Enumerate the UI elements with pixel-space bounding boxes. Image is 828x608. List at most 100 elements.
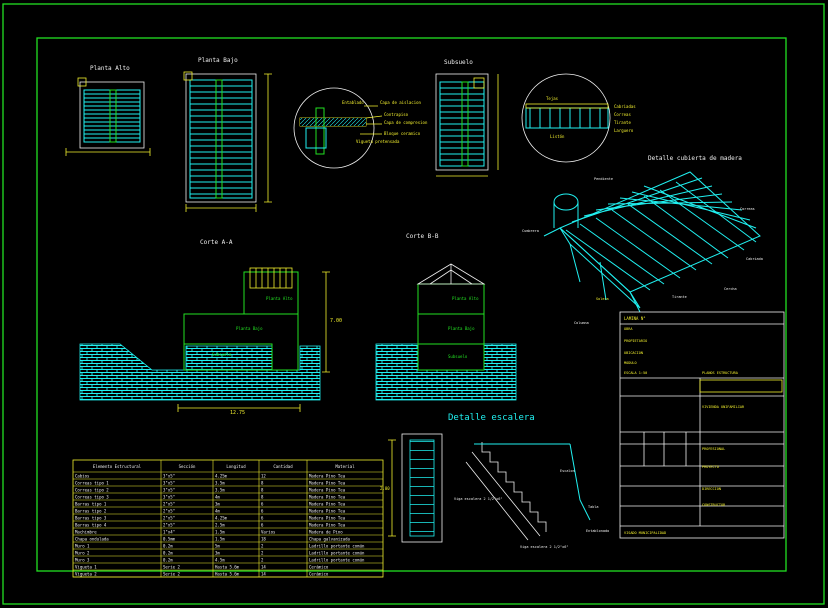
svg-text:Entablonado: Entablonado [586, 529, 609, 533]
table-cell: Vigueta 2 [75, 571, 97, 576]
table-cell: Muro 2 [75, 550, 90, 555]
svg-text:Listón: Listón [550, 134, 565, 139]
svg-text:Planta Bajo: Planta Bajo [448, 326, 475, 331]
table-cell: Barras tipo 2 [75, 508, 107, 513]
table-cell: 3.5m [215, 480, 225, 485]
table-cell: Serie 2 [163, 564, 180, 569]
svg-text:Cabriadas: Cabriadas [614, 104, 636, 109]
table-cell: 1.5m [215, 529, 225, 534]
table-cell: 2"x5" [163, 501, 175, 506]
table-cell: 3m [215, 550, 220, 555]
table-cell: Cerámico [309, 571, 329, 576]
table-cell: Barras tipo 4 [75, 522, 107, 527]
table-cell: Madera Pino Tea [309, 494, 346, 499]
table-cell: 3.5m [215, 487, 225, 492]
table-cell: Madera Pino Tea [309, 515, 346, 520]
table-cell: Madera Pino Tea [309, 508, 346, 513]
table-cell: 3"x5" [163, 487, 175, 492]
table-header: Sección [179, 464, 196, 469]
svg-text:Escalon: Escalon [560, 469, 575, 473]
svg-text:Capa de compresion: Capa de compresion [384, 120, 428, 125]
svg-text:Vigueta pretensada: Vigueta pretensada [356, 139, 400, 144]
inner-frame [36, 37, 787, 572]
table-header: Elemento Estructural [93, 464, 142, 469]
table-cell: Madera Pino Tea [309, 522, 346, 527]
svg-text:Columna: Columna [574, 321, 589, 325]
table-cell: 1"x4" [163, 529, 175, 534]
table-cell: Vigueta 1 [75, 564, 97, 569]
table-cell: 0.2m [163, 557, 173, 562]
table-cell: 4m [215, 494, 220, 499]
table-cell: 2.5m [215, 522, 225, 527]
table-cell: Hasta 5.6m [215, 571, 240, 576]
table-cell: Correas tipo 2 [75, 487, 109, 492]
svg-text:Solera: Solera [596, 297, 609, 301]
table-cell: 1.5m [215, 536, 225, 541]
table-cell: 2 [261, 543, 264, 548]
svg-text:PROPIETARIO: PROPIETARIO [624, 339, 647, 343]
table-cell: Ladrillo portante común [309, 557, 365, 562]
svg-text:OBRA: OBRA [624, 327, 633, 331]
table-cell: 14 [261, 571, 266, 576]
svg-text:Correas: Correas [614, 112, 631, 117]
lamina-label: LAMINA N° [624, 316, 646, 321]
svg-text:Viga escalera 2 1/2"x6": Viga escalera 2 1/2"x6" [520, 545, 568, 549]
escalera-detail: Detalle escalera 2.80 Viga escalera 2 1/… [380, 413, 609, 549]
subsuelo-title: Subsuelo [444, 59, 473, 66]
table-cell: Ladrillo portante común [309, 543, 365, 548]
table-cell: Varios [261, 529, 276, 534]
table-cell: 4.25m [215, 473, 228, 478]
table-cell: 3"x5" [163, 494, 175, 499]
dintel-detail: Entablado Capa de aislacion Contrapiso C… [293, 87, 428, 169]
planta-alto-plan: Planta Alto [65, 65, 151, 156]
table-cell: 4.5m [215, 557, 225, 562]
planta-bajo-plan: Planta Bajo [183, 57, 272, 212]
svg-text:Contrapiso: Contrapiso [384, 112, 409, 117]
svg-text:MODULO: MODULO [624, 361, 637, 365]
table-cell: 0.2m [163, 543, 173, 548]
svg-text:Capa de aislacion: Capa de aislacion [380, 100, 422, 105]
table-cell: 6 [261, 522, 264, 527]
table-cell: Cabios [75, 473, 90, 478]
table-cell: Madera Pino Tea [309, 501, 346, 506]
table-cell: Chapa ondulada [75, 536, 109, 541]
table-cell: 2 [261, 550, 264, 555]
table-cell: 14 [261, 564, 266, 569]
svg-text:CONSTRUCTOR: CONSTRUCTOR [702, 503, 726, 507]
svg-text:PROYECTO: PROYECTO [702, 465, 719, 469]
cubierta-3d-detail: Detalle cubierta de madera Pendiente Cor… [522, 155, 763, 325]
svg-text:Cabriada: Cabriada [746, 257, 763, 261]
table-cell: 2"x5" [163, 508, 175, 513]
escalera-height: 2.80 [380, 486, 390, 491]
table-cell: 18 [261, 536, 266, 541]
table-header: Longitud [226, 464, 246, 469]
table-cell: 12 [261, 473, 266, 478]
table-cell: 2 [261, 557, 264, 562]
svg-text:Bloque ceramico: Bloque ceramico [384, 131, 421, 136]
corte-bb-section: Corte B-B Planta Alto Planta Bajo Subsue… [375, 233, 517, 401]
svg-text:Tirante: Tirante [614, 120, 631, 125]
cubierta-section-detail: Tejas Cabriadas Correas Tirante Larguero… [521, 73, 636, 163]
title-block: LAMINA N° OBRA PROPIETARIO UBICACION MOD… [619, 311, 785, 539]
planta-bajo-title: Planta Bajo [198, 57, 238, 64]
table-cell: Hasta 5.6m [215, 564, 240, 569]
table-cell: Chapa galvanizada [309, 536, 351, 541]
svg-text:Planta Alto: Planta Alto [452, 296, 479, 301]
table-cell: 8 [261, 480, 264, 485]
table-header: Cantidad [273, 464, 293, 469]
svg-text:Subsuelo: Subsuelo [212, 352, 232, 357]
table-header: Material [335, 464, 355, 469]
table-cell: 0.5mm [163, 536, 176, 541]
table-cell: 2"x5" [163, 522, 175, 527]
table-cell: Cerámico [309, 564, 329, 569]
table-cell: 2"x5" [163, 515, 175, 520]
table-cell: Barras tipo 1 [75, 501, 107, 506]
escalera-title: Detalle escalera [448, 413, 535, 423]
table-cell: 5m [215, 543, 220, 548]
table-cell: Muro 3 [75, 557, 90, 562]
table-cell: Madera Pino Tea [309, 473, 346, 478]
table-cell: Madera de Pino [309, 529, 343, 534]
svg-text:PROFESIONAL: PROFESIONAL [702, 447, 725, 451]
svg-text:Pendiente: Pendiente [594, 177, 613, 181]
